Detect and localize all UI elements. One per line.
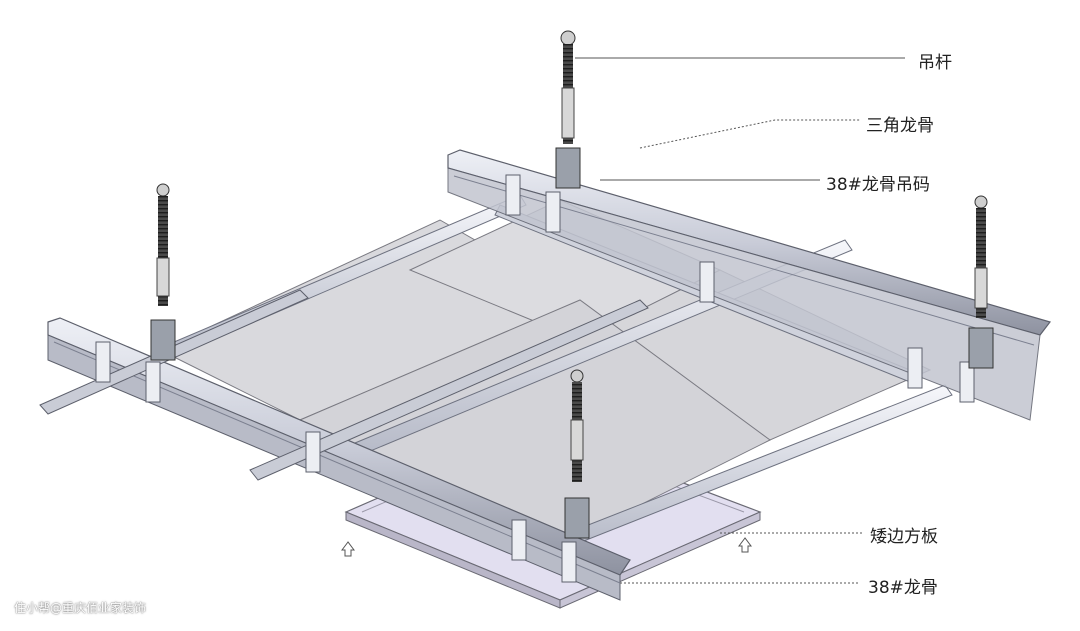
- hanger-rod: [150, 183, 176, 361]
- direction-arrows: [341, 537, 752, 557]
- leader-lines: [575, 57, 905, 584]
- label-panel: 矮边方板: [870, 527, 938, 547]
- up-arrow-icon: [341, 541, 355, 557]
- hanger-rod: [968, 195, 994, 369]
- hanger-rods: [150, 30, 994, 539]
- watermark-text: 住小帮@重庆佰业家装饰: [14, 601, 147, 615]
- hanger-rod: [555, 30, 581, 189]
- label-keel-clip: 38#龙骨吊码: [826, 175, 930, 195]
- label-main-keel: 38#龙骨: [868, 578, 938, 598]
- keel-clips: [95, 174, 975, 583]
- up-arrow-icon: [738, 537, 752, 553]
- hanger-rod: [564, 369, 590, 539]
- label-triangle-keel: 三角龙骨: [866, 116, 934, 136]
- label-hanger-rod: 吊杆: [918, 53, 952, 73]
- main-keels: [39, 149, 1052, 601]
